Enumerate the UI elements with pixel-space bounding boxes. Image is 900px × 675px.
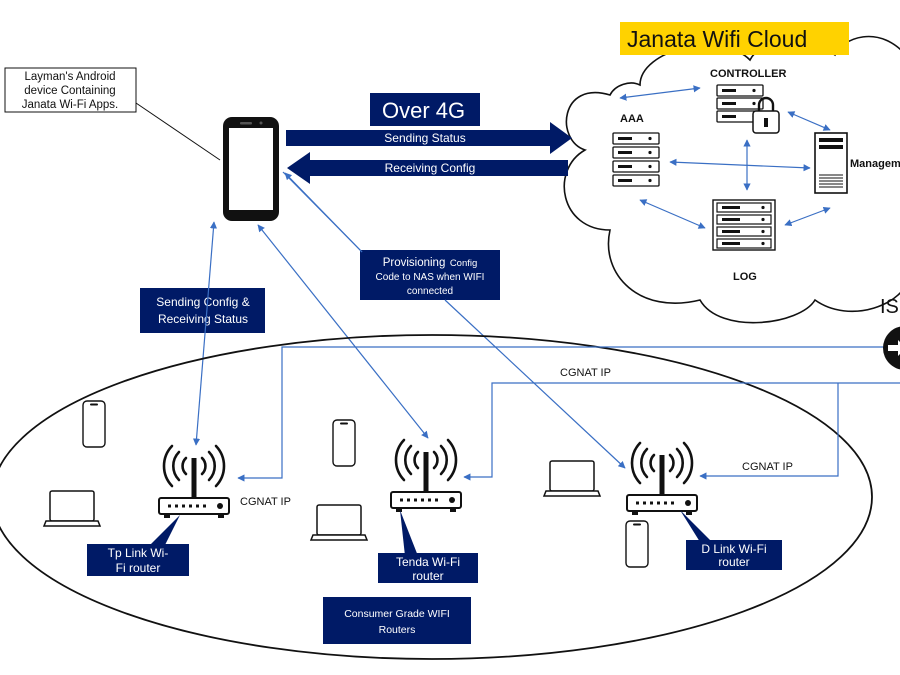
sending-status-label: Sending Status — [384, 131, 465, 145]
sending-config-line-2: Receiving Status — [158, 312, 248, 326]
consumer-line-1: Consumer Grade WIFI — [344, 608, 450, 620]
consumer-grade-box: Consumer Grade WIFI Routers — [323, 597, 471, 644]
tplink-label-line-1: Tp Link Wi- — [108, 546, 169, 560]
callout-line-1: Layman's Android — [24, 71, 115, 83]
dlink-router-icon — [627, 443, 697, 515]
cgnat-right-label: CGNAT IP — [742, 461, 793, 473]
aaa-label: AAA — [620, 113, 644, 125]
log-label: LOG — [733, 271, 757, 283]
sending-status-arrow: Sending Status — [286, 122, 572, 154]
phone-device-icon — [625, 520, 649, 568]
tplink-router-icon — [159, 446, 229, 518]
provisioning-config-word: Config — [450, 258, 477, 269]
tenda-label-line-2: router — [412, 569, 443, 583]
provisioning-box: Provisioning Config Code to NAS when WIF… — [360, 250, 500, 300]
controller-server-icon — [716, 84, 780, 134]
tenda-label-box: Tenda Wi-Fi router — [378, 510, 478, 583]
management-label: Management — [850, 158, 900, 170]
tenda-label-line-1: Tenda Wi-Fi — [396, 555, 460, 569]
provisioning-word: Provisioning — [383, 257, 446, 269]
log-server-icon — [712, 199, 776, 251]
management-server-icon — [814, 132, 848, 194]
laptop-icon — [43, 490, 101, 527]
dlink-label-line-1: D Link Wi-Fi — [701, 542, 766, 556]
tenda-router-icon — [391, 440, 461, 512]
sending-config-line-1: Sending Config & — [156, 295, 249, 309]
cgnat-links — [237, 346, 900, 482]
dlink-label-line-2: router — [718, 555, 749, 569]
controller-label: CONTROLLER — [710, 68, 786, 80]
receiving-config-label: Receiving Config — [385, 161, 476, 175]
callout-line-3: Janata Wi-Fi Apps. — [22, 99, 119, 111]
tplink-label-box: Tp Link Wi- Fi router — [87, 515, 189, 576]
provisioning-line-2: Code to NAS when WIFI — [376, 272, 485, 283]
cgnat-left-label: CGNAT IP — [240, 496, 291, 508]
dlink-label-box: D Link Wi-Fi router — [680, 510, 782, 570]
phone-device-icon — [82, 400, 106, 448]
consumer-line-2: Routers — [379, 624, 416, 636]
laptop-icon — [543, 460, 601, 497]
home-network-ellipse — [0, 334, 873, 660]
receiving-config-arrow: Receiving Config — [287, 152, 568, 184]
android-phone-icon — [223, 117, 279, 221]
cloud-links — [619, 85, 831, 229]
over-4g-box: Over 4G — [370, 93, 480, 126]
callout-line-2: device Containing — [24, 85, 115, 97]
isp-router-icon — [883, 326, 900, 370]
laptop-icon — [310, 504, 368, 541]
tplink-label-line-2: Fi router — [116, 561, 161, 575]
phone-router-links — [192, 171, 626, 469]
cgnat-top-label: CGNAT IP — [560, 367, 611, 379]
over-4g-label: Over 4G — [382, 98, 465, 123]
cloud-title-box: Janata Wifi Cloud — [620, 22, 849, 55]
isp-label: IS — [880, 296, 899, 318]
phone-device-icon — [332, 419, 356, 467]
cloud-title: Janata Wifi Cloud — [627, 26, 807, 52]
sending-config-box: Sending Config & Receiving Status — [140, 288, 265, 333]
phone-callout: Layman's Android device Containing Janat… — [4, 67, 221, 161]
provisioning-line-3: connected — [407, 286, 453, 297]
